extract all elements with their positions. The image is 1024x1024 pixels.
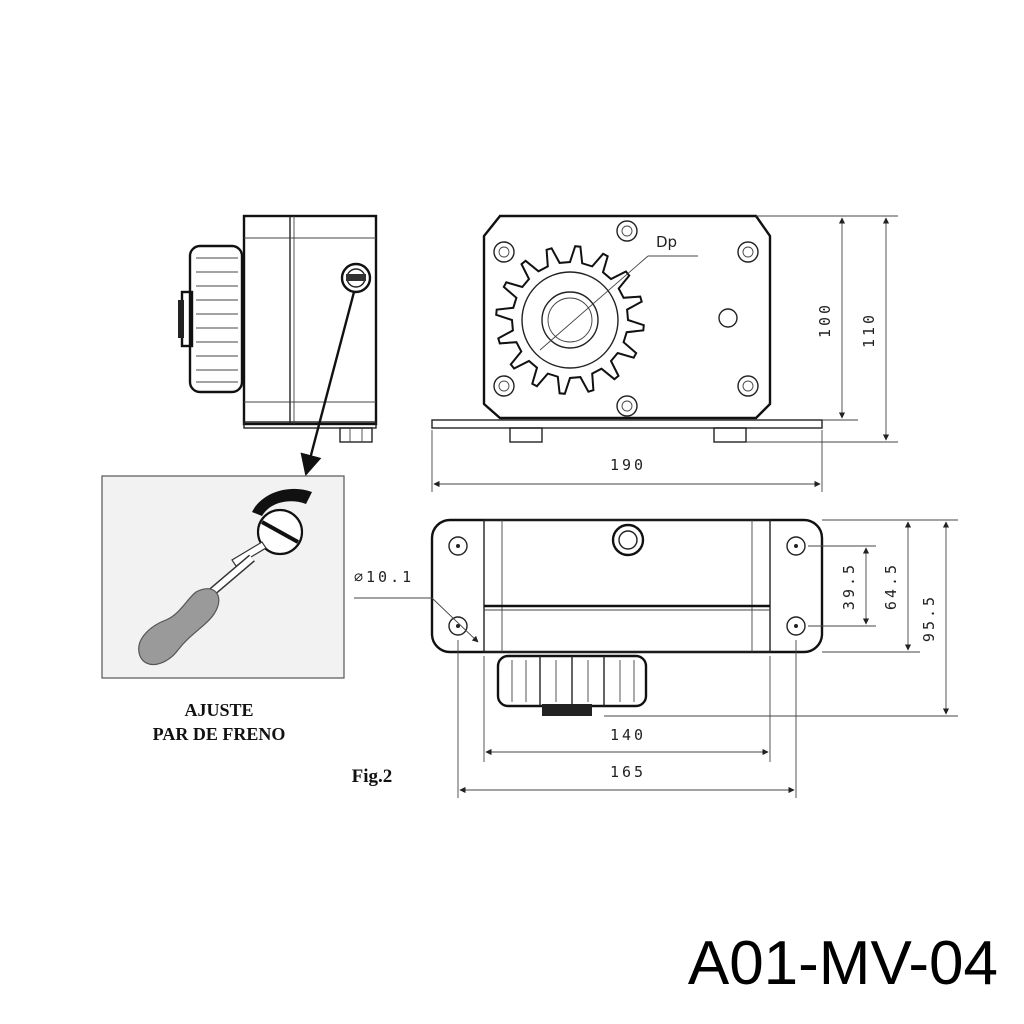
caption-line-2: PAR DE FRENO	[153, 724, 286, 744]
dim-140-label: 140	[610, 726, 646, 744]
base-flange	[431, 419, 823, 429]
brake-screw	[340, 262, 372, 294]
side-view-housing	[242, 214, 378, 426]
dim-110-label: 110	[860, 312, 878, 348]
side-view-nut	[339, 427, 373, 443]
mount-hole-br	[786, 616, 806, 636]
dim-100-label: 100	[816, 302, 834, 338]
front-view: Dp 100 110 190	[431, 214, 898, 492]
rotation-arrow-icon	[252, 488, 312, 516]
side-view-gear	[178, 244, 244, 394]
screwdriver-icon	[138, 588, 220, 666]
dim-64-5-label: 64.5	[882, 562, 900, 610]
model-code: A01-MV-04	[687, 929, 998, 998]
dim-95-5-label: 95.5	[920, 594, 938, 642]
front-view-plate	[482, 214, 772, 420]
mount-hole-tl	[448, 536, 468, 556]
front-view-nut-left	[509, 427, 543, 443]
pinion-gear	[495, 245, 645, 395]
figure-label: Fig.2	[352, 766, 393, 787]
side-view	[178, 214, 378, 477]
dim-39-5-label: 39.5	[840, 562, 858, 610]
pinion-teeth	[495, 245, 645, 395]
dim-165-label: 165	[610, 763, 646, 781]
top-view: ∅10.1 39.5 64.5 95.5 140 165	[354, 518, 958, 798]
brake-adjust-detail: AJUSTE PAR DE FRENO Fig.2	[101, 475, 393, 787]
dim-190-label: 190	[610, 456, 646, 474]
mount-hole-tr	[786, 536, 806, 556]
front-view-nut-right	[713, 427, 747, 443]
dp-label: Dp	[656, 233, 677, 251]
top-view-base	[430, 518, 824, 654]
top-view-gear	[496, 654, 648, 716]
detail-arrow	[300, 291, 356, 477]
caption-line-1: AJUSTE	[184, 700, 253, 720]
plate-bolts	[493, 220, 759, 417]
mount-hole-bl	[448, 616, 468, 636]
dim-hole-label: ∅10.1	[354, 568, 414, 586]
